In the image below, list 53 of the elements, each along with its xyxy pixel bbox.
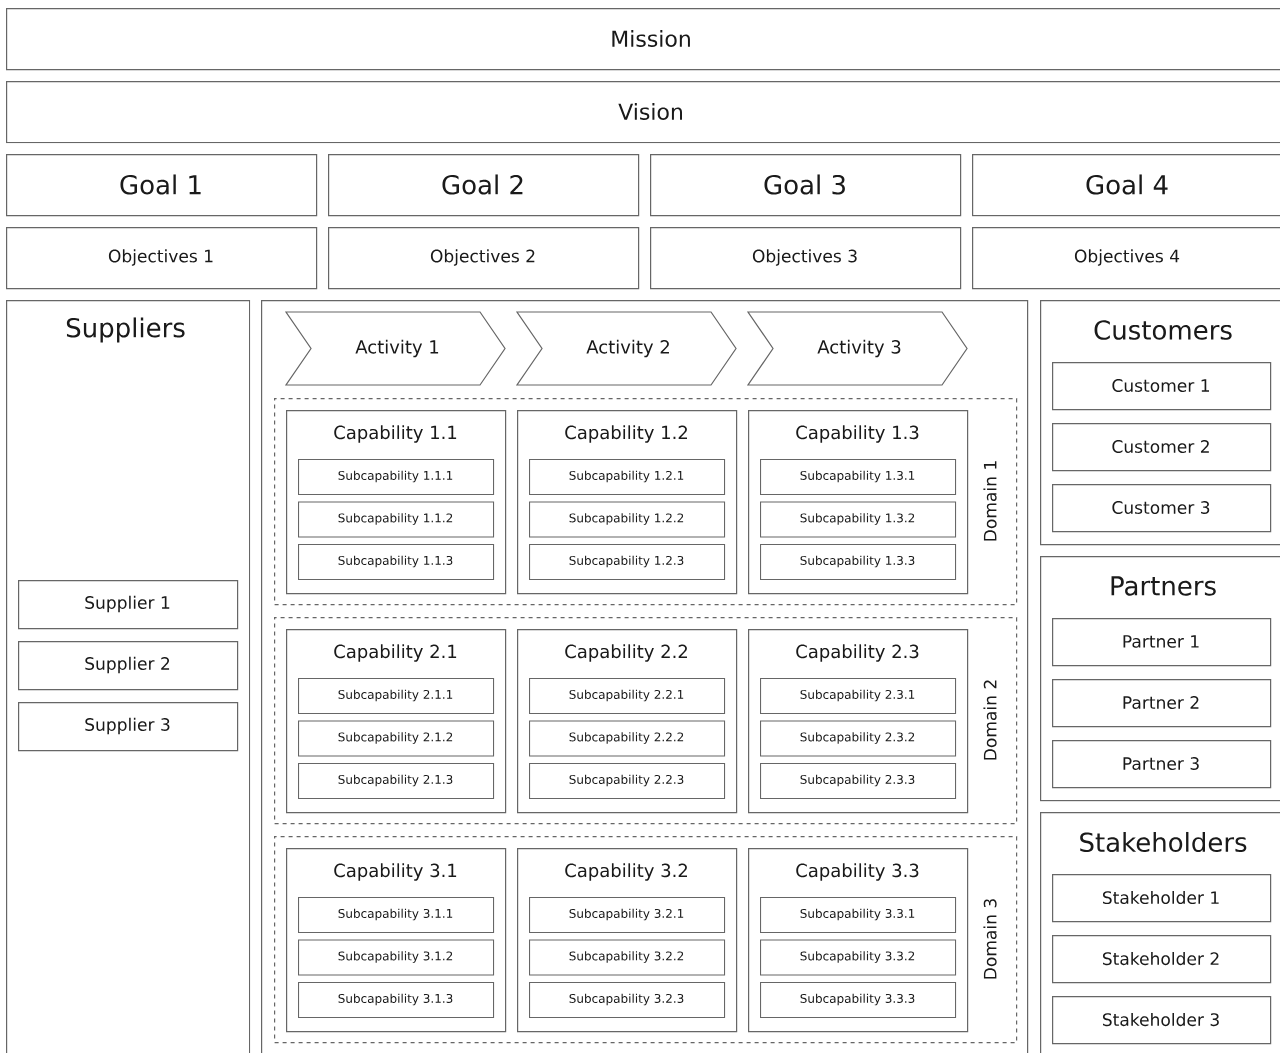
entry-box: Partner 1 bbox=[1052, 618, 1272, 667]
subcapability-box: Subcapability 1.2.1 bbox=[529, 459, 726, 496]
entry-box: Partner 3 bbox=[1052, 740, 1272, 789]
subcapability-box: Subcapability 1.1.3 bbox=[298, 544, 495, 581]
subcapability-box: Subcapability 2.2.1 bbox=[529, 678, 726, 715]
subcapability-box: Subcapability 2.3.3 bbox=[760, 763, 957, 800]
subcapability-box: Subcapability 1.3.3 bbox=[760, 544, 957, 581]
goal-box: Goal 4 bbox=[972, 154, 1280, 217]
subcapability-box: Subcapability 2.1.1 bbox=[298, 678, 495, 715]
subcapability-box: Subcapability 3.3.3 bbox=[760, 982, 957, 1019]
objectives-box: Objectives 3 bbox=[650, 227, 962, 290]
subcapability-box: Subcapability 2.3.2 bbox=[760, 720, 957, 757]
statement-band: Vision bbox=[6, 81, 1280, 144]
activities-panel bbox=[261, 300, 1029, 1053]
subcapability-box: Subcapability 3.2.1 bbox=[529, 897, 726, 934]
subcapability-box: Subcapability 2.2.3 bbox=[529, 763, 726, 800]
entry-box: Customer 3 bbox=[1052, 484, 1272, 533]
objectives-box: Objectives 1 bbox=[6, 227, 318, 290]
entry-box: Supplier 1 bbox=[18, 580, 239, 630]
entry-box: Stakeholder 2 bbox=[1052, 935, 1272, 984]
entry-box: Stakeholder 1 bbox=[1052, 874, 1272, 923]
subcapability-box: Subcapability 1.3.2 bbox=[760, 501, 957, 538]
subcapability-box: Subcapability 3.2.3 bbox=[529, 982, 726, 1019]
goal-box: Goal 2 bbox=[328, 154, 640, 217]
subcapability-box: Subcapability 3.3.1 bbox=[760, 897, 957, 934]
subcapability-box: Subcapability 1.2.2 bbox=[529, 501, 726, 538]
subcapability-box: Subcapability 3.1.1 bbox=[298, 897, 495, 934]
subcapability-box: Subcapability 1.1.2 bbox=[298, 501, 495, 538]
statement-band: Mission bbox=[6, 8, 1280, 71]
entry-box: Customer 2 bbox=[1052, 423, 1272, 472]
subcapability-box: Subcapability 3.1.2 bbox=[298, 939, 495, 976]
subcapability-box: Subcapability 2.3.1 bbox=[760, 678, 957, 715]
entry-box: Supplier 2 bbox=[18, 641, 239, 691]
goal-box: Goal 3 bbox=[650, 154, 962, 217]
subcapability-box: Subcapability 1.1.1 bbox=[298, 459, 495, 496]
objectives-box: Objectives 4 bbox=[972, 227, 1280, 290]
subcapability-box: Subcapability 3.3.2 bbox=[760, 939, 957, 976]
subcapability-box: Subcapability 2.2.2 bbox=[529, 720, 726, 757]
goal-box: Goal 1 bbox=[6, 154, 318, 217]
subcapability-box: Subcapability 2.1.3 bbox=[298, 763, 495, 800]
subcapability-box: Subcapability 3.2.2 bbox=[529, 939, 726, 976]
entry-box: Stakeholder 3 bbox=[1052, 996, 1272, 1045]
objectives-box: Objectives 2 bbox=[328, 227, 640, 290]
subcapability-box: Subcapability 2.1.2 bbox=[298, 720, 495, 757]
activity-step: Activity 2 bbox=[515, 311, 737, 386]
subcapability-box: Subcapability 3.1.3 bbox=[298, 982, 495, 1019]
activity-step: Activity 1 bbox=[284, 311, 506, 386]
subcapability-box: Subcapability 1.2.3 bbox=[529, 544, 726, 581]
entry-box: Supplier 3 bbox=[18, 702, 239, 752]
entry-box: Customer 1 bbox=[1052, 362, 1272, 411]
entry-box: Partner 2 bbox=[1052, 679, 1272, 728]
activity-step: Activity 3 bbox=[746, 311, 968, 386]
subcapability-box: Subcapability 1.3.1 bbox=[760, 459, 957, 496]
